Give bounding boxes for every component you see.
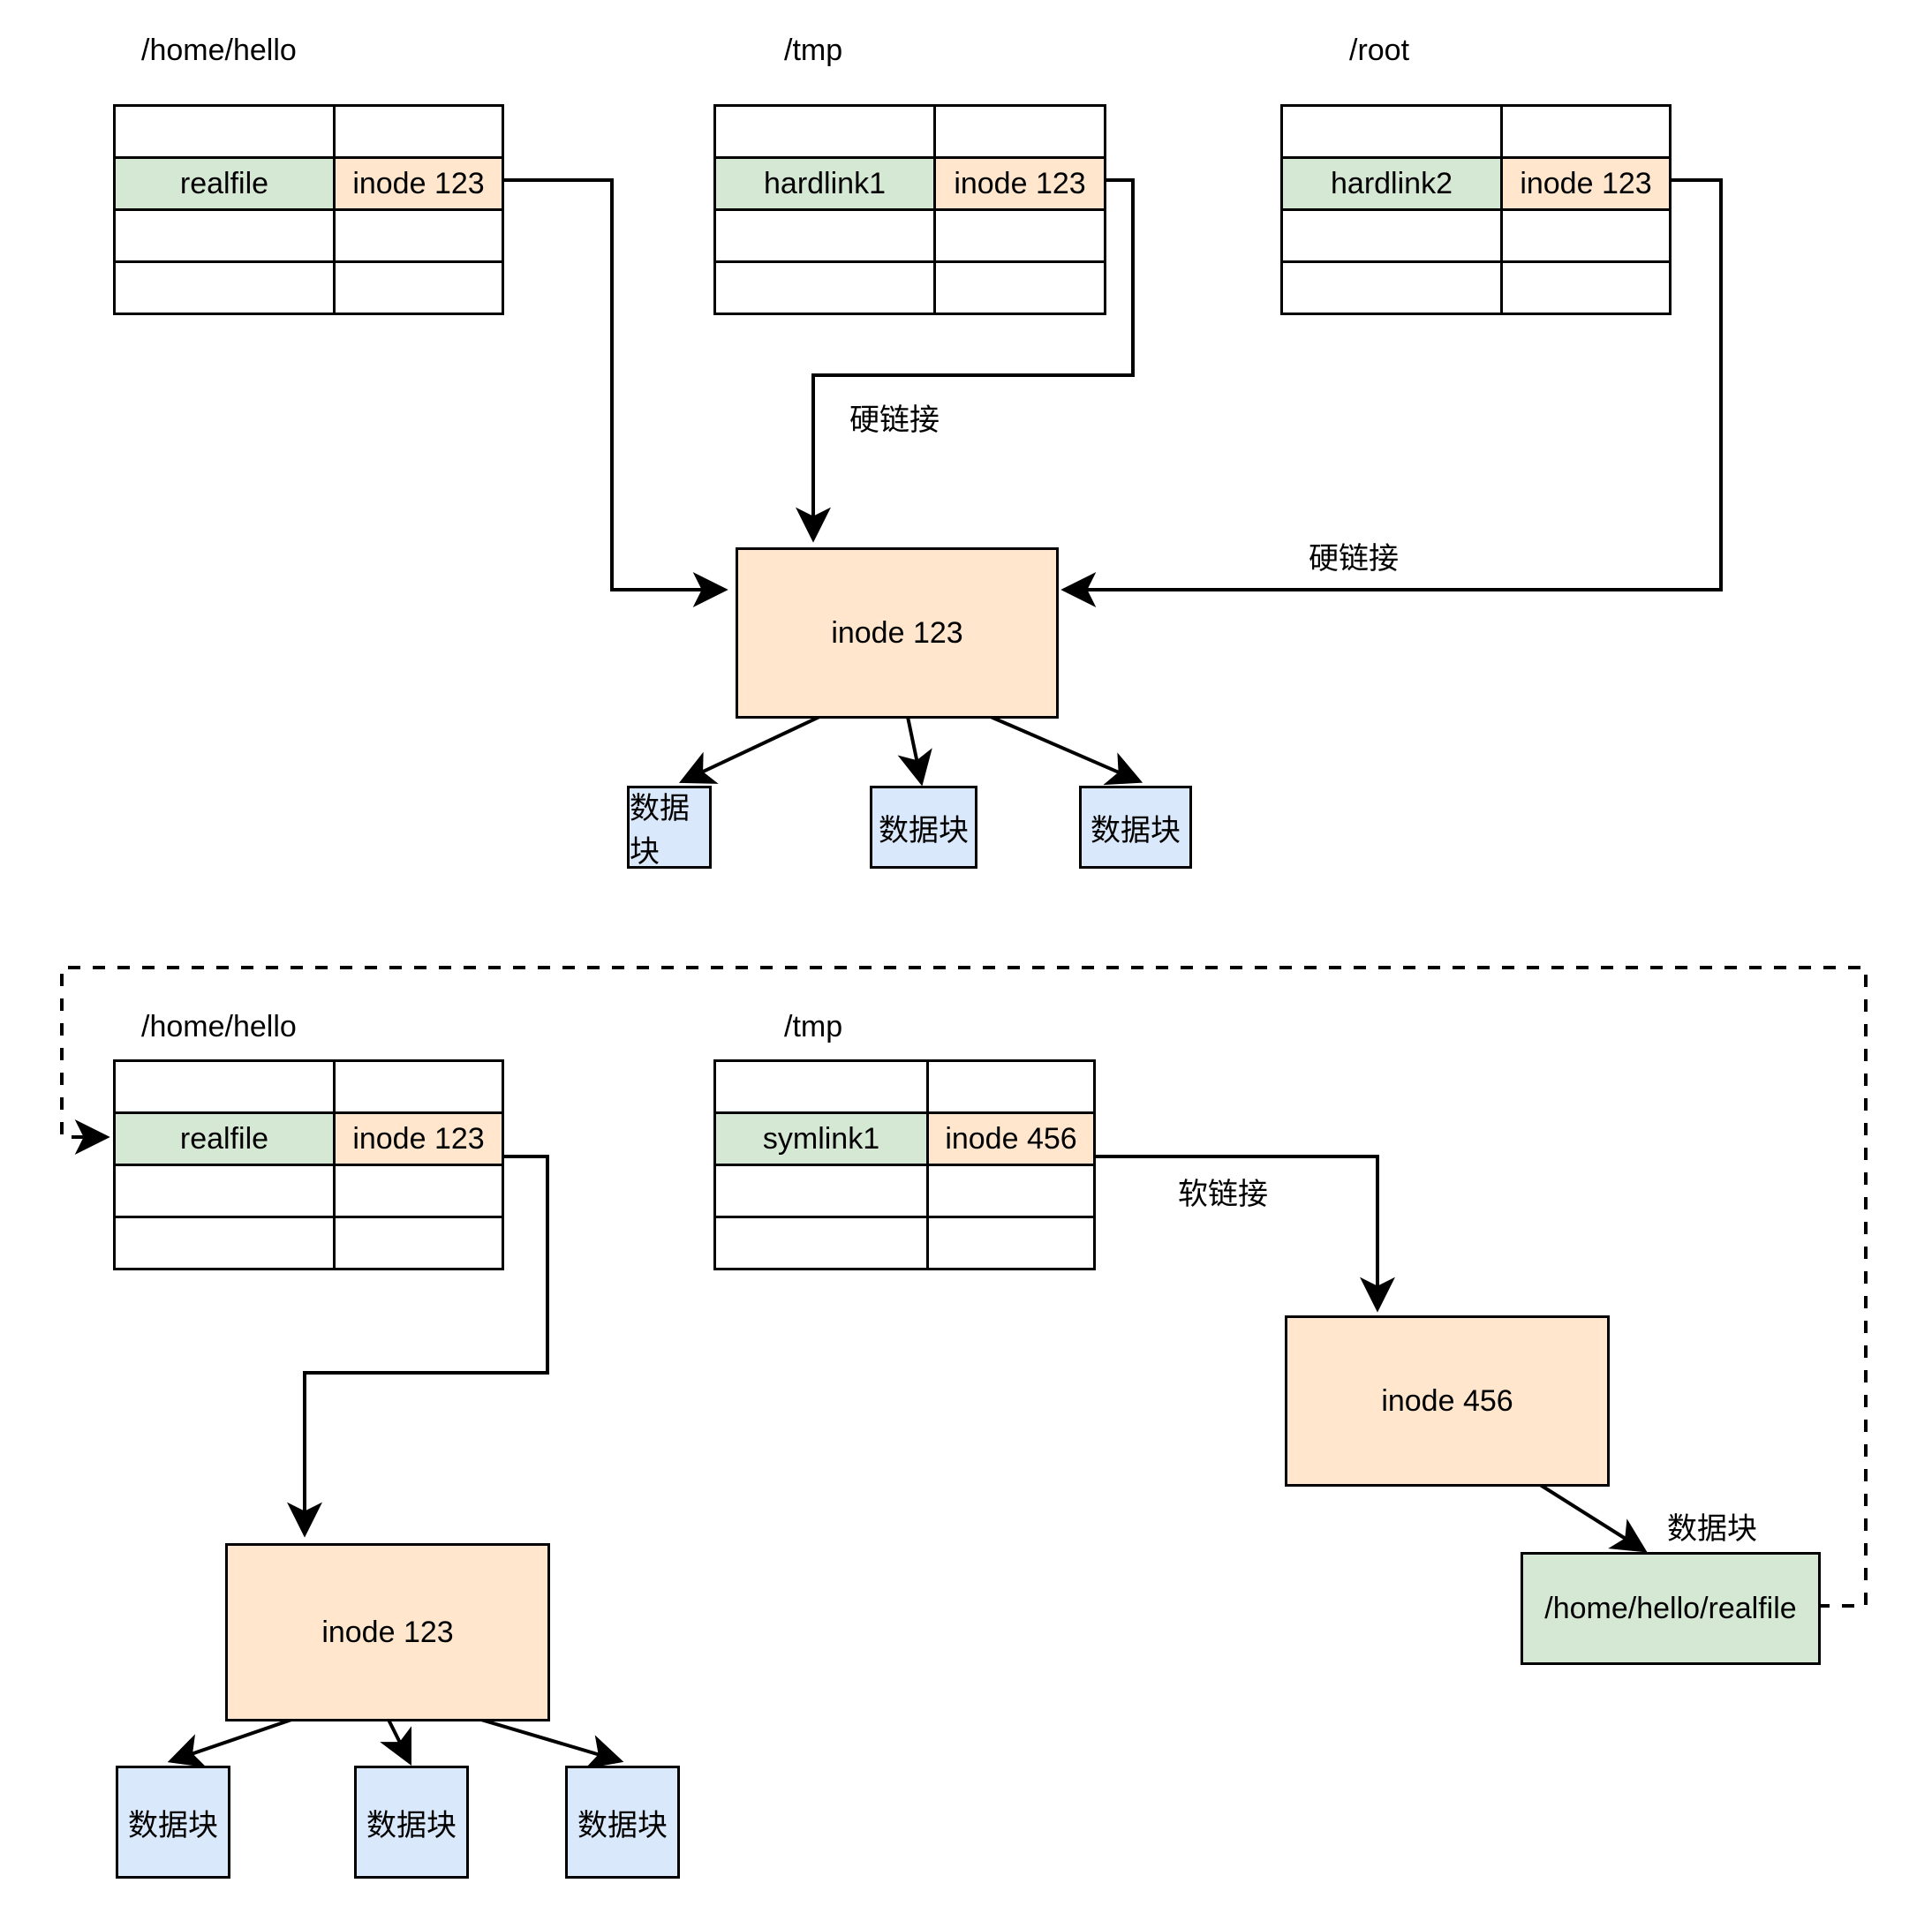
table-row — [713, 1216, 1096, 1270]
edge-label-hardlink-left: 硬链接 — [849, 403, 940, 437]
table-row — [713, 208, 1106, 263]
edge-symlink-resolution-dashed — [60, 966, 1868, 1608]
dir-cell-empty — [113, 1164, 336, 1218]
dir-entry-name: realfile — [113, 1111, 336, 1166]
edge-inode123-to-datablock-1 — [678, 715, 820, 784]
table-row — [113, 208, 504, 263]
edge-label-hardlink-right: 硬链接 — [1309, 542, 1399, 576]
dir-label-home-hello-top: /home/hello — [141, 34, 297, 67]
edge-label-datablock-target: 数据块 — [1667, 1512, 1757, 1546]
table-row — [713, 1164, 1096, 1218]
table-row — [1280, 104, 1672, 159]
symlink-target-box: /home/hello/realfile — [1521, 1552, 1821, 1665]
dir-cell-empty — [926, 1216, 1096, 1270]
dir-cell-empty — [713, 260, 936, 315]
dir-cell-empty — [113, 1216, 336, 1270]
table-row: realfile inode 123 — [113, 1111, 504, 1166]
data-block: 数据块 — [565, 1766, 680, 1879]
inode-box-456: inode 456 — [1285, 1315, 1610, 1487]
dir-cell-empty — [933, 260, 1106, 315]
dir-cell-empty — [333, 260, 504, 315]
dir-label-home-hello-bottom: /home/hello — [141, 1010, 297, 1043]
dir-entry-inode: inode 123 — [1500, 156, 1672, 211]
dir-entry-inode: inode 456 — [926, 1111, 1096, 1166]
dir-entry-inode: inode 123 — [333, 1111, 504, 1166]
dir-label-root-top: /root — [1349, 34, 1410, 67]
dir-entry-inode: inode 123 — [933, 156, 1106, 211]
edge-inode123-to-datablock-3 — [990, 715, 1143, 786]
dir-cell-empty — [713, 1059, 929, 1114]
table-row — [713, 104, 1106, 159]
table-row — [713, 260, 1106, 315]
dir-cell-empty — [1500, 208, 1672, 263]
edge-homehello-to-inode123 — [496, 178, 728, 607]
dir-cell-empty — [1280, 260, 1503, 315]
inode-box-123-top: inode 123 — [736, 547, 1059, 719]
dir-cell-empty — [933, 104, 1106, 159]
edge-inode456-to-target — [1533, 1480, 1648, 1553]
dir-cell-empty — [713, 1164, 929, 1218]
table-row — [713, 1059, 1096, 1114]
dir-entry-name: hardlink2 — [1280, 156, 1503, 211]
dir-cell-empty — [713, 1216, 929, 1270]
data-block: 数据块 — [870, 786, 977, 869]
data-block: 数据块 — [1079, 786, 1192, 869]
dir-table-home-hello-bottom: realfile inode 123 — [113, 1059, 504, 1270]
inode-box-123-bottom: inode 123 — [225, 1543, 550, 1721]
table-row: realfile inode 123 — [113, 156, 504, 211]
dir-cell-empty — [333, 208, 504, 263]
dir-cell-empty — [113, 260, 336, 315]
table-row — [113, 104, 504, 159]
dir-cell-empty — [113, 104, 336, 159]
data-block: 数据块 — [627, 786, 712, 869]
edge-lower-inode123-to-datablock-3 — [480, 1718, 624, 1769]
dir-entry-name: symlink1 — [713, 1111, 929, 1166]
table-row: hardlink2 inode 123 — [1280, 156, 1672, 211]
dir-cell-empty — [713, 208, 936, 263]
dir-cell-empty — [333, 104, 504, 159]
edge-root-hardlink2-to-inode123 — [1060, 178, 1723, 607]
dir-cell-empty — [113, 208, 336, 263]
dir-label-tmp-top: /tmp — [784, 34, 843, 67]
table-row — [1280, 208, 1672, 263]
edge-label-softlink: 软链接 — [1178, 1178, 1268, 1211]
dir-cell-empty — [1500, 104, 1672, 159]
edge-symlink1-to-inode456 — [1088, 1155, 1395, 1313]
dir-cell-empty — [333, 1164, 504, 1218]
table-row — [113, 1216, 504, 1270]
dir-table-tmp-bottom: symlink1 inode 456 — [713, 1059, 1096, 1270]
dir-cell-empty — [1280, 104, 1503, 159]
dir-table-root-top: hardlink2 inode 123 — [1280, 104, 1672, 315]
edge-inode123-to-datablock-2 — [897, 716, 932, 787]
dir-cell-empty — [933, 208, 1106, 263]
dir-label-tmp-bottom: /tmp — [784, 1010, 843, 1043]
table-row — [1280, 260, 1672, 315]
table-row: symlink1 inode 456 — [713, 1111, 1096, 1166]
dir-cell-empty — [333, 1216, 504, 1270]
dir-table-home-hello-top: realfile inode 123 — [113, 104, 504, 315]
dir-cell-empty — [713, 104, 936, 159]
dir-table-tmp-top: hardlink1 inode 123 — [713, 104, 1106, 315]
dir-entry-name: hardlink1 — [713, 156, 936, 211]
dir-cell-empty — [926, 1164, 1096, 1218]
table-row — [113, 260, 504, 315]
dir-cell-empty — [333, 1059, 504, 1114]
table-row: hardlink1 inode 123 — [713, 156, 1106, 211]
edge-lower-inode123-to-datablock-2 — [380, 1719, 411, 1766]
dir-entry-name: realfile — [113, 156, 336, 211]
data-block: 数据块 — [116, 1766, 230, 1879]
table-row — [113, 1164, 504, 1218]
dir-entry-inode: inode 123 — [333, 156, 504, 211]
edge-lower-inode123-to-datablock-1 — [167, 1718, 292, 1768]
dir-cell-empty — [1500, 260, 1672, 315]
data-block: 数据块 — [354, 1766, 469, 1879]
dir-cell-empty — [113, 1059, 336, 1114]
dir-cell-empty — [1280, 208, 1503, 263]
edge-lower-homehello-to-inode123 — [287, 1155, 549, 1538]
table-row — [113, 1059, 504, 1114]
dir-cell-empty — [926, 1059, 1096, 1114]
